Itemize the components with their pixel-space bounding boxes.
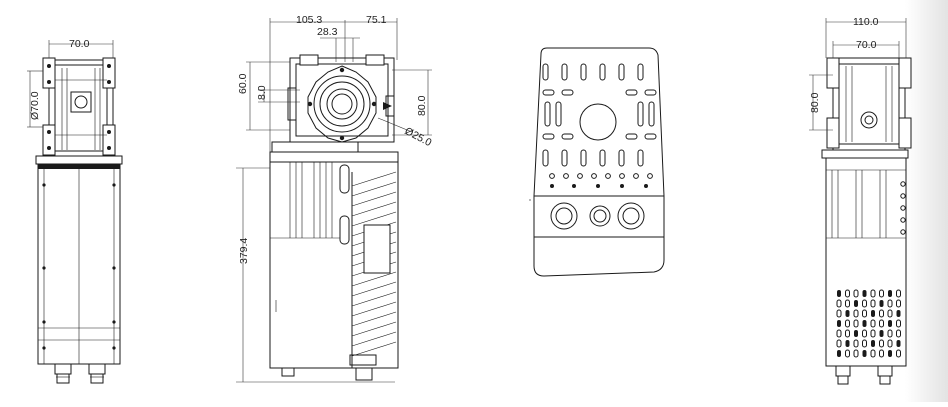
vent-slot xyxy=(887,299,893,308)
dim-front-bore-diameter: Ø25.0 xyxy=(403,125,434,149)
dim-right-height: 80.0 xyxy=(809,92,821,113)
vent-slot xyxy=(845,319,850,328)
dim-right-width: 70.0 xyxy=(856,39,877,51)
vent-slot xyxy=(879,309,884,318)
vent-slot xyxy=(879,330,884,337)
vent-slot xyxy=(836,309,842,318)
vent-slot xyxy=(845,329,850,338)
vent-slot xyxy=(845,349,850,358)
vent-slot xyxy=(862,339,867,348)
vent-slot xyxy=(837,350,841,357)
vent-slot xyxy=(870,349,876,358)
vent-slot xyxy=(862,290,867,297)
vent-slot xyxy=(837,290,841,297)
sheet-edge-shade xyxy=(905,0,948,402)
vent-slot xyxy=(896,299,901,308)
vent-slot xyxy=(871,340,875,347)
vent-slot xyxy=(879,339,884,348)
dim-right-total-width: 110.0 xyxy=(853,16,879,28)
vent-slot xyxy=(836,339,842,348)
vent-slot xyxy=(870,329,876,338)
vent-slot xyxy=(896,319,901,328)
vent-slot xyxy=(879,289,884,298)
vent-slot xyxy=(845,289,850,298)
vent-slot xyxy=(879,300,884,307)
vent-slot xyxy=(837,320,841,327)
vent-slot xyxy=(845,310,850,317)
vent-slot xyxy=(862,299,867,308)
dim-front-width-right: 75.1 xyxy=(366,14,387,26)
left-side-view xyxy=(27,40,123,384)
vent-slot xyxy=(887,339,893,348)
vent-slot xyxy=(888,290,892,297)
vent-slot xyxy=(887,309,893,318)
top-view xyxy=(529,47,665,277)
dim-front-height-upper: 60.0 xyxy=(237,73,249,94)
vent-slot xyxy=(887,329,893,338)
dim-front-total-height: 379.4 xyxy=(238,238,250,264)
dim-front-keyway: 8.0 xyxy=(256,85,268,100)
vent-slot xyxy=(896,329,901,338)
vent-slot xyxy=(896,289,901,298)
dim-front-bolt-spacing: 80.0 xyxy=(416,95,428,116)
vent-slot xyxy=(870,319,876,328)
vent-slot xyxy=(853,339,859,348)
vent-slot xyxy=(862,320,867,327)
dim-front-width-left: 105.3 xyxy=(296,14,322,26)
vent-slot xyxy=(888,350,892,357)
vent-slot xyxy=(854,330,858,337)
vent-slot xyxy=(836,329,842,338)
vent-slot xyxy=(836,299,842,308)
right-side-view xyxy=(809,18,912,385)
vent-slot xyxy=(853,349,859,358)
vent-slot xyxy=(879,349,884,358)
vent-slot xyxy=(870,289,876,298)
vent-slot xyxy=(853,309,859,318)
vent-slot xyxy=(862,350,867,357)
vent-slot xyxy=(862,329,867,338)
vent-slot xyxy=(896,349,901,358)
vent-slot xyxy=(870,299,876,308)
front-view xyxy=(236,18,432,383)
vent-slot xyxy=(845,299,850,308)
vent-slot xyxy=(854,300,858,307)
vent-slot xyxy=(888,320,892,327)
vent-slot xyxy=(853,319,859,328)
vent-slot xyxy=(896,310,901,317)
vent-slot xyxy=(845,340,850,347)
vent-slot xyxy=(879,319,884,328)
dim-left-diameter: Ø70.0 xyxy=(29,91,41,120)
vent-slot xyxy=(871,310,875,317)
dim-left-width: 70.0 xyxy=(69,38,90,50)
vent-slot xyxy=(896,340,901,347)
dim-front-shaft-offset: 28.3 xyxy=(317,26,338,38)
vent-slot xyxy=(862,309,867,318)
vent-slot xyxy=(853,289,859,298)
